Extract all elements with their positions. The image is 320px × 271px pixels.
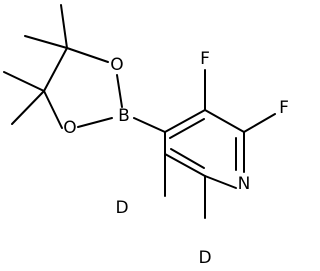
- bond-c4a-c5a: [43, 47, 68, 92]
- atom-fluorine-2: F: [279, 98, 289, 118]
- bond-o-lower-b: [77, 117, 113, 128]
- bond-o-upper-b: [116, 74, 123, 108]
- bond-c5a-o-lower: [43, 90, 63, 129]
- chemical-structure: O O B F F N D D: [3, 4, 289, 268]
- atom-deuterium-5: D: [115, 198, 128, 218]
- bond-c2-f: [243, 113, 276, 133]
- atom-o-lower: O: [63, 118, 76, 138]
- pyridine-ring: [164, 109, 245, 189]
- dioxaborolane-ring: [43, 47, 123, 129]
- atom-o-upper: O: [110, 55, 123, 75]
- atom-nitrogen: N: [238, 174, 251, 194]
- atom-deuterium-6: D: [198, 248, 211, 268]
- substituent-bonds: [164, 69, 276, 219]
- bond-b-c4: [133, 117, 166, 133]
- methyl-bond-4: [11, 90, 45, 125]
- atom-boron: B: [118, 106, 130, 126]
- bond-n-c6: [204, 175, 237, 189]
- atom-labels: O O B F F N D D: [63, 49, 289, 268]
- bond-c4-c3: [164, 109, 206, 133]
- bond-c3-c2: [204, 109, 245, 133]
- methyl-bond-1: [60, 4, 68, 49]
- bond-c4-c3-inner: [169, 118, 205, 139]
- bond-c6-c5-inner: [170, 148, 205, 169]
- methyl-groups: [3, 4, 68, 125]
- bond-c6-c5: [164, 153, 206, 177]
- bond-c4a-o-upper: [66, 47, 109, 63]
- methyl-bond-2: [24, 35, 68, 49]
- atom-fluorine-3: F: [200, 49, 210, 69]
- methyl-bond-3: [3, 71, 45, 92]
